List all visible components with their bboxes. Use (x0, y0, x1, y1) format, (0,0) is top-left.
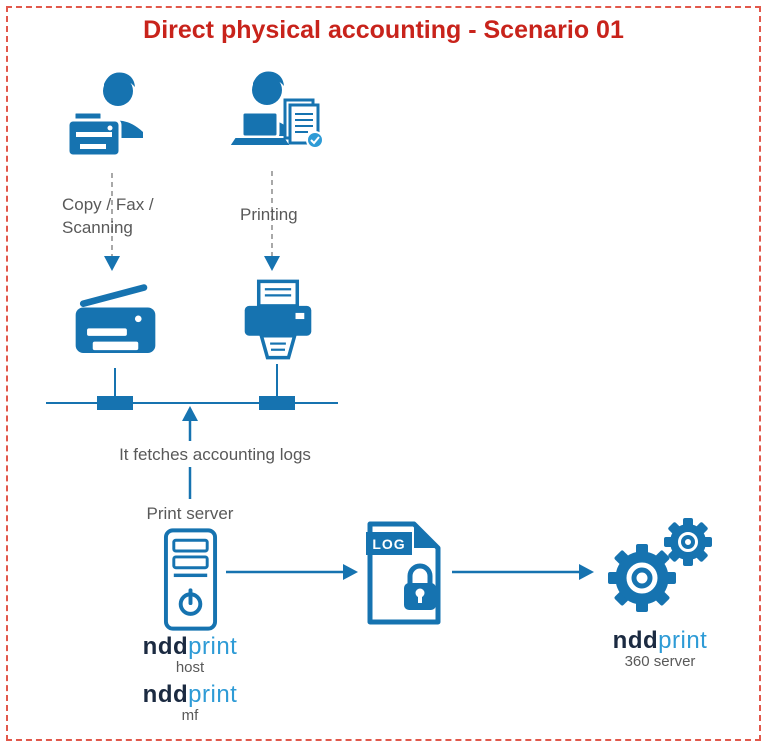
print-flow-arrow (264, 171, 280, 271)
logo-subtitle: mf (181, 707, 199, 724)
log-file-icon: LOG (366, 521, 441, 625)
server-to-log-arrow (226, 564, 358, 580)
copy-fax-scan-label: Copy / Fax / Scanning (62, 193, 182, 239)
check-icon (306, 131, 324, 149)
diagram-title: Direct physical accounting - Scenario 01 (143, 16, 624, 44)
laptop-icon (227, 110, 293, 147)
logo-subtitle: 360 server (624, 653, 696, 670)
printer-icon (244, 279, 312, 360)
copy-fax-label-line1: Copy / Fax / (62, 195, 154, 214)
lock-icon (404, 563, 436, 610)
mfp-icon (75, 284, 156, 353)
print-server-label: Print server (146, 504, 234, 523)
nddprint-360-logo: nddprint 360 server (585, 627, 735, 671)
nddprint-mf-logo: nddprint mf (115, 681, 265, 725)
user-copy-scan-icon (66, 72, 143, 158)
gears-icon (608, 518, 712, 612)
user-printing-icon (227, 71, 324, 149)
log-to-360-arrow (452, 564, 594, 580)
copier-icon (66, 110, 122, 158)
logo-subtitle: host (175, 659, 205, 676)
copy-fax-label-line2: Scanning (62, 218, 133, 237)
small-gear-icon (664, 518, 712, 566)
nddprint-wordmark: nddprint (142, 681, 238, 708)
large-gear-icon (608, 544, 676, 612)
nddprint-wordmark: nddprint (612, 627, 708, 654)
network-tap-right (259, 396, 295, 410)
nddprint-host-logo: nddprint host (115, 633, 265, 677)
print-server-icon (163, 528, 218, 631)
network-tap-left (97, 396, 133, 410)
network-line (46, 364, 338, 410)
printing-label: Printing (240, 205, 298, 224)
documents-icon (283, 98, 324, 149)
nddprint-wordmark: nddprint (142, 633, 238, 660)
power-icon (178, 588, 203, 616)
fetch-logs-arrow (182, 406, 198, 499)
copy-flow-arrow (104, 173, 120, 271)
log-badge: LOG (372, 536, 405, 552)
fetch-logs-label: It fetches accounting logs (119, 445, 311, 464)
